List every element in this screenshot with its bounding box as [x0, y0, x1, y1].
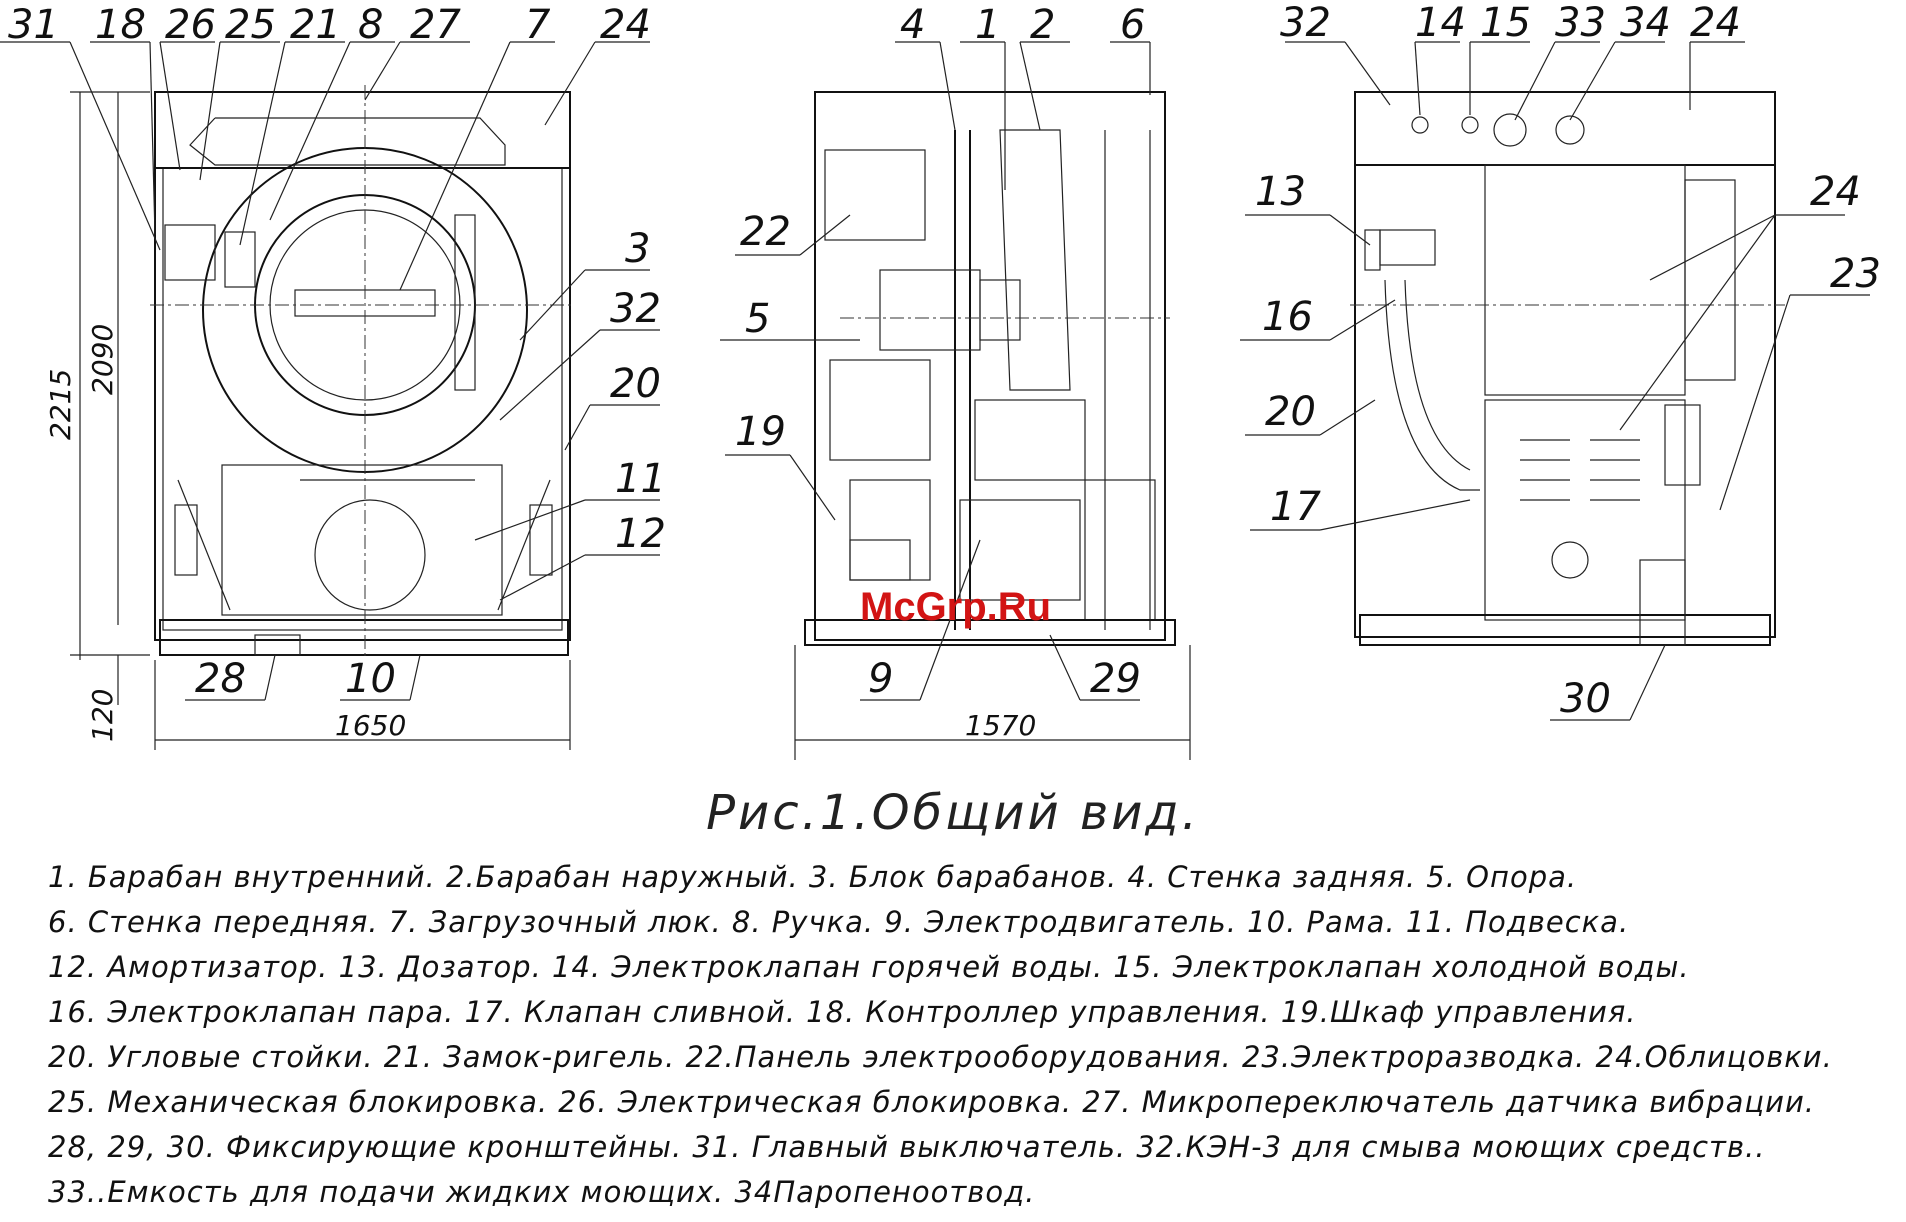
callout-31: 31 [8, 2, 59, 48]
front-callouts: 31 18 26 25 21 8 27 7 24 3 32 20 11 [0, 2, 666, 702]
rear-view: 32 14 15 33 34 24 13 24 16 23 20 17 3 [1240, 0, 1881, 722]
callout-20-front: 20 [610, 361, 661, 407]
callout-8: 8 [358, 2, 383, 48]
callout-25: 25 [225, 2, 276, 48]
callout-20-rear: 20 [1265, 389, 1316, 435]
callout-24-rear-mid: 24 [1810, 169, 1861, 215]
callout-24-rear-top: 24 [1690, 0, 1741, 46]
callout-1: 1 [975, 2, 1000, 48]
callout-24-front: 24 [600, 2, 651, 48]
callout-33: 33 [1555, 0, 1606, 46]
callout-30: 30 [1560, 676, 1611, 722]
callout-19: 19 [735, 409, 786, 455]
rear-callouts: 32 14 15 33 34 24 13 24 16 23 20 17 3 [1240, 0, 1881, 722]
technical-drawing: 2215 2090 120 1650 31 18 26 25 21 8 27 7… [0, 0, 1881, 760]
legend-line: 33..Емкость для подачи жидких моющих. 34… [48, 1175, 1036, 1209]
callout-3: 3 [625, 226, 650, 272]
callout-28: 28 [195, 656, 246, 702]
callout-5: 5 [745, 296, 770, 342]
side-callouts: 4 1 2 6 22 5 19 9 29 [720, 2, 1151, 702]
callout-17: 17 [1270, 484, 1321, 530]
dim-base: 120 [86, 689, 119, 742]
watermark: McGrp.Ru [860, 585, 1051, 629]
callout-16: 16 [1262, 294, 1313, 340]
dim-height-total: 2215 [44, 369, 77, 440]
callout-12: 12 [615, 511, 666, 557]
callout-2: 2 [1030, 2, 1055, 48]
dim-width: 1650 [335, 709, 406, 742]
legend-line: 12. Амортизатор. 13. Дозатор. 14. Электр… [48, 950, 1690, 984]
callout-9: 9 [868, 656, 893, 702]
callout-13: 13 [1255, 169, 1306, 215]
callout-29: 29 [1090, 656, 1141, 702]
callout-32-front: 32 [610, 286, 661, 332]
legend-line: 20. Угловые стойки. 21. Замок-ригель. 22… [48, 1040, 1833, 1074]
callout-26: 26 [165, 2, 216, 48]
callout-14: 14 [1415, 0, 1466, 46]
callout-11: 11 [615, 456, 666, 502]
legend-line: 16. Электроклапан пара. 17. Клапан сливн… [48, 995, 1637, 1029]
legend-line: 25. Механическая блокировка. 26. Электри… [48, 1085, 1816, 1119]
legend-line: 1. Барабан внутренний. 2.Барабан наружны… [48, 860, 1578, 894]
callout-32-rear: 32 [1280, 0, 1331, 46]
callout-34: 34 [1620, 0, 1671, 46]
legend-line: 28, 29, 30. Фиксирующие кронштейны. 31. … [48, 1130, 1766, 1164]
legend: 1. Барабан внутренний. 2.Барабан наружны… [48, 855, 1898, 1215]
callout-10: 10 [345, 656, 396, 702]
figure-caption: Рис.1.Общий вид. [706, 785, 1200, 841]
callout-23: 23 [1830, 251, 1881, 297]
callout-15: 15 [1480, 0, 1531, 46]
callout-6: 6 [1120, 2, 1145, 48]
dim-depth: 1570 [965, 709, 1036, 742]
callout-21: 21 [290, 2, 341, 48]
callout-27: 27 [410, 2, 461, 48]
callout-4: 4 [900, 2, 925, 48]
legend-line: 6. Стенка передняя. 7. Загрузочный люк. … [48, 905, 1630, 939]
callout-18: 18 [95, 2, 146, 48]
front-view: 2215 2090 120 1650 31 18 26 25 21 8 27 7… [0, 2, 666, 750]
callout-7: 7 [525, 2, 551, 48]
side-view: 1570 4 1 2 6 22 5 19 9 29 McGrp.Ru [720, 2, 1191, 760]
callout-22: 22 [740, 209, 791, 255]
dim-height-body: 2090 [86, 324, 119, 395]
